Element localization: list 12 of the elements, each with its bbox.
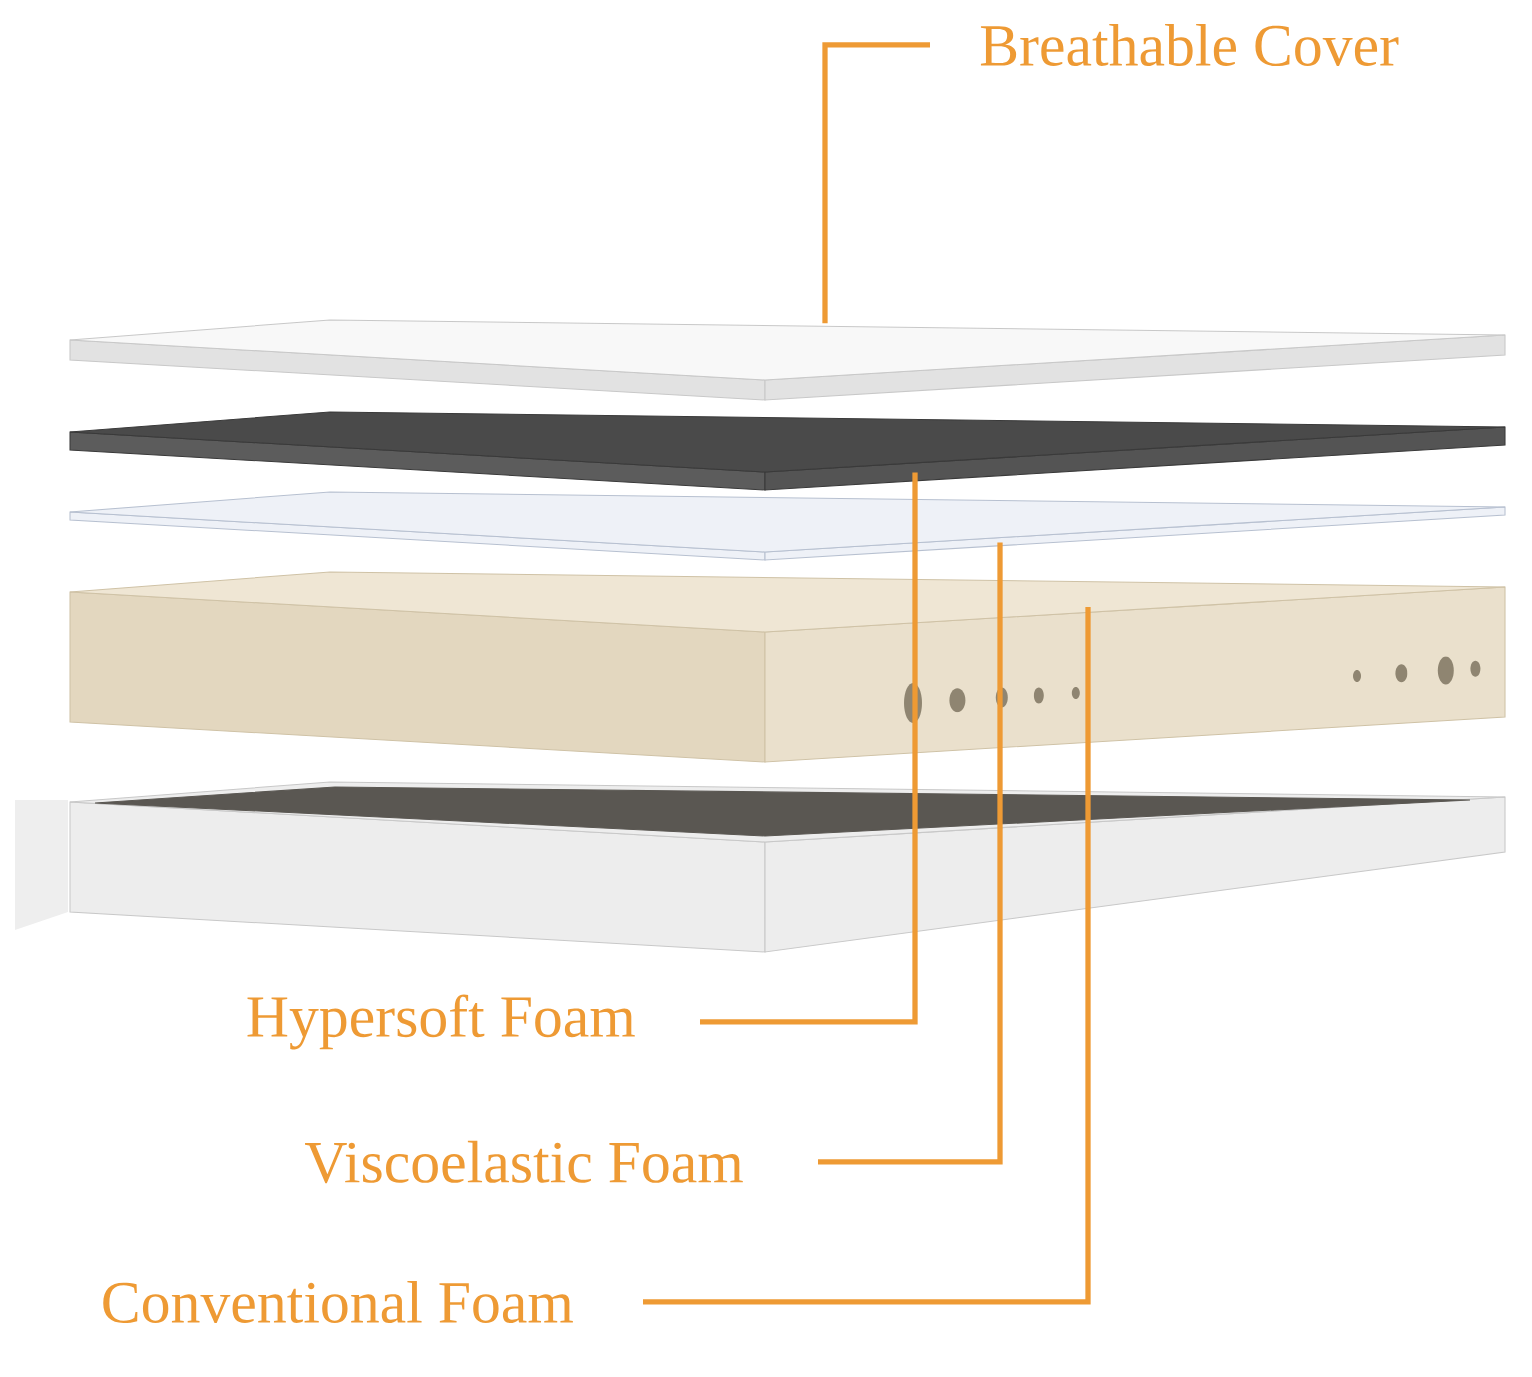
mattress-cover-drawing bbox=[69, 319, 1506, 401]
foam-layer-drawing bbox=[69, 571, 1506, 763]
leader-line bbox=[818, 542, 1003, 1165]
callout-label: Hypersoft Foam bbox=[247, 994, 635, 1050]
leader-line bbox=[643, 607, 1091, 1305]
foam-sheet-drawing bbox=[69, 411, 1506, 491]
leader-line bbox=[700, 472, 918, 1025]
foam-sheet-drawing bbox=[69, 491, 1506, 561]
callout-label: Breathable Cover bbox=[980, 23, 1399, 66]
callout-label: Viscoelastic Foam bbox=[305, 1140, 743, 1184]
leader-line bbox=[822, 42, 930, 324]
callout-label: Conventional Foam bbox=[103, 1280, 573, 1324]
